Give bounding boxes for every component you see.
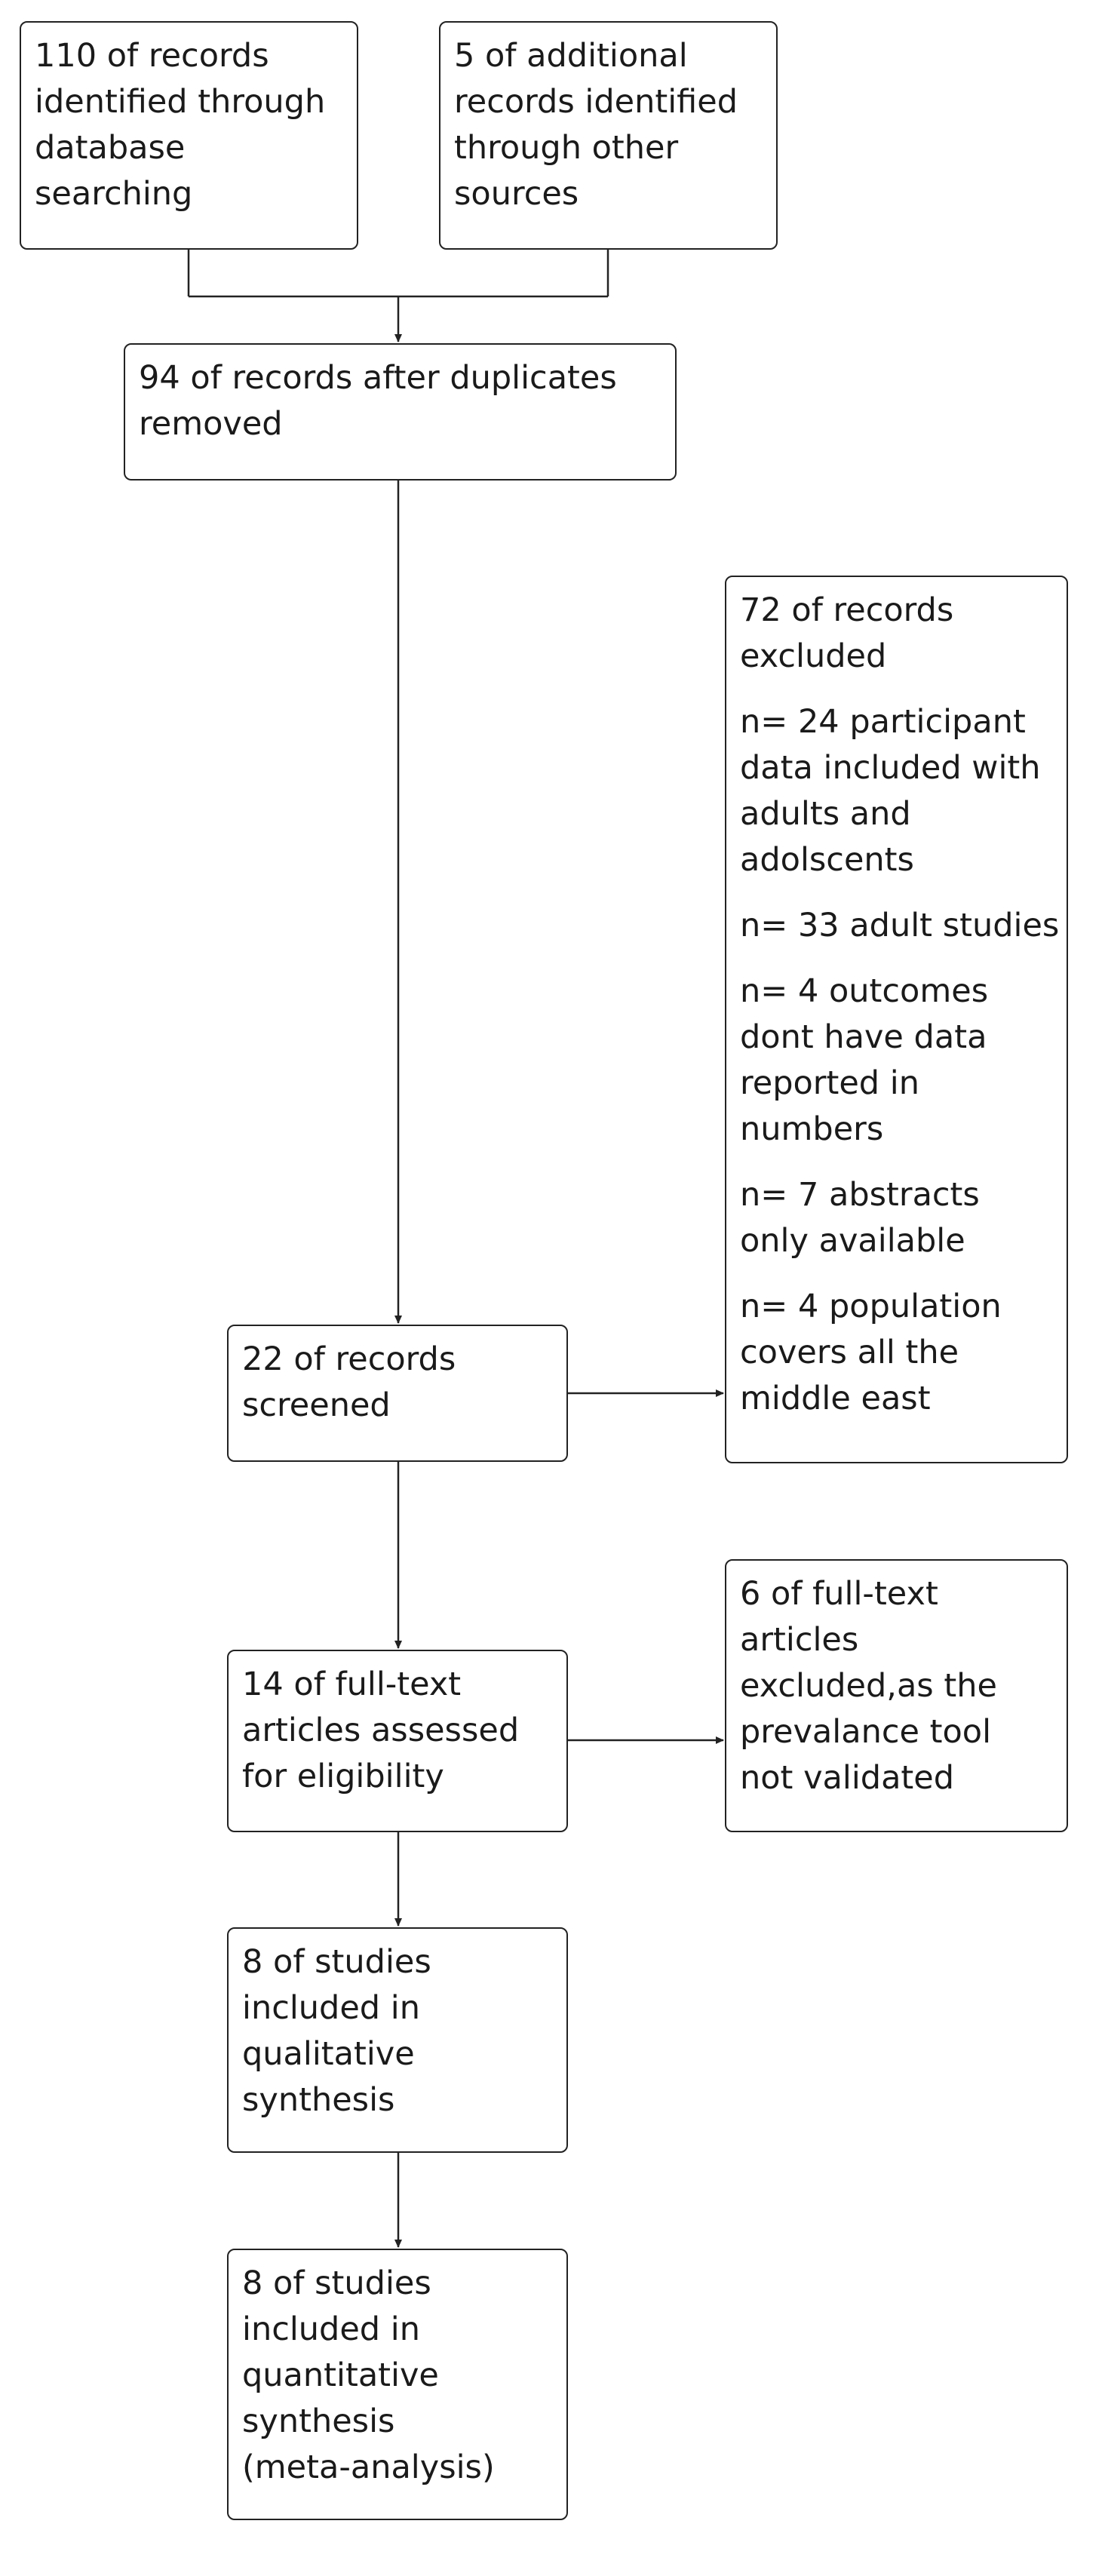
box-text-line: not validated	[740, 1759, 955, 1797]
fulltext-excluded-box: 6 of full-text articles excluded,as the …	[725, 1559, 1068, 1832]
box-text-line: qualitative	[242, 2035, 415, 2073]
box-text-line: only available	[740, 1222, 965, 1260]
box-text-line: excluded,as the	[740, 1667, 997, 1705]
exclusion-reason: n= 4 population covers all the middle ea…	[740, 1284, 1053, 1422]
box-text-line: removed	[139, 405, 283, 443]
box-text-line: excluded	[740, 637, 887, 675]
box-text-line: database	[35, 129, 186, 167]
box-text-line: n= 24 participant	[740, 703, 1026, 741]
exclusion-reason: n= 33 adult studies	[740, 903, 1060, 949]
box-text-line: 14 of full-text	[242, 1666, 462, 1703]
box-text-line: for eligibility	[242, 1758, 444, 1795]
box-text-line: prevalance tool	[740, 1713, 992, 1751]
box-text-line: n= 4 outcomes	[740, 972, 989, 1010]
box-text-line: identified through	[35, 83, 326, 121]
records-screened-box: 22 of records screened	[227, 1325, 568, 1462]
box-text-line: sources	[454, 175, 579, 213]
other-sources-box: 5 of additional records identified throu…	[439, 21, 778, 250]
box-text-line: 22 of records	[242, 1340, 456, 1378]
records-excluded-box: 72 of records excluded n= 24 participant…	[725, 576, 1068, 1463]
box-text-line: n= 7 abstracts	[740, 1176, 980, 1214]
box-text-line: (meta-analysis)	[242, 2449, 495, 2486]
exclusion-reason: n= 24 participant data included with adu…	[740, 699, 1053, 883]
box-text-line: 94 of records after duplicates	[139, 359, 617, 397]
box-text-line: 6 of full-text	[740, 1575, 938, 1613]
database-records-box: 110 of records identified through databa…	[20, 21, 358, 250]
box-text-line: articles assessed	[242, 1712, 520, 1749]
box-text-line: synthesis	[242, 2403, 395, 2440]
box-text-line: reported in	[740, 1064, 919, 1102]
box-text-line: synthesis	[242, 2081, 395, 2119]
box-text-line: n= 33 adult studies	[740, 907, 1060, 944]
box-text-line: records identified	[454, 83, 738, 121]
box-text-line: numbers	[740, 1110, 884, 1148]
fulltext-assessed-box: 14 of full-text articles assessed for el…	[227, 1650, 568, 1832]
box-text-line: n= 4 population	[740, 1288, 1002, 1325]
box-text-line: 110 of records	[35, 37, 269, 75]
box-text-line: through other	[454, 129, 679, 167]
box-text-line: quantitative	[242, 2356, 439, 2394]
box-text-line: 8 of studies	[242, 2264, 431, 2302]
box-text-line: 8 of studies	[242, 1943, 431, 1981]
box-text-line: adults and	[740, 795, 911, 833]
box-text-line: 72 of records	[740, 591, 954, 629]
box-text-line: screened	[242, 1386, 391, 1424]
box-text-line: adolscents	[740, 841, 914, 879]
box-text-line: dont have data	[740, 1018, 987, 1056]
box-text-line: 5 of additional	[454, 37, 688, 75]
box-text-line: middle east	[740, 1380, 931, 1417]
exclusion-reason: n= 7 abstracts only available	[740, 1172, 1053, 1264]
box-text-line: searching	[35, 175, 193, 213]
box-text-line: covers all the	[740, 1334, 959, 1371]
after-duplicates-box: 94 of records after duplicates removed	[124, 343, 677, 481]
box-text-line: included in	[242, 2310, 420, 2348]
box-text-line: articles	[740, 1621, 859, 1659]
box-text-line: included in	[242, 1989, 420, 2027]
quantitative-synthesis-box: 8 of studies included in quantitative sy…	[227, 2249, 568, 2520]
box-text-line: data included with	[740, 749, 1041, 787]
qualitative-synthesis-box: 8 of studies included in qualitative syn…	[227, 1927, 568, 2153]
exclusion-reason: n= 4 outcomes dont have data reported in…	[740, 969, 1053, 1153]
excluded-heading: 72 of records excluded	[740, 588, 1053, 680]
